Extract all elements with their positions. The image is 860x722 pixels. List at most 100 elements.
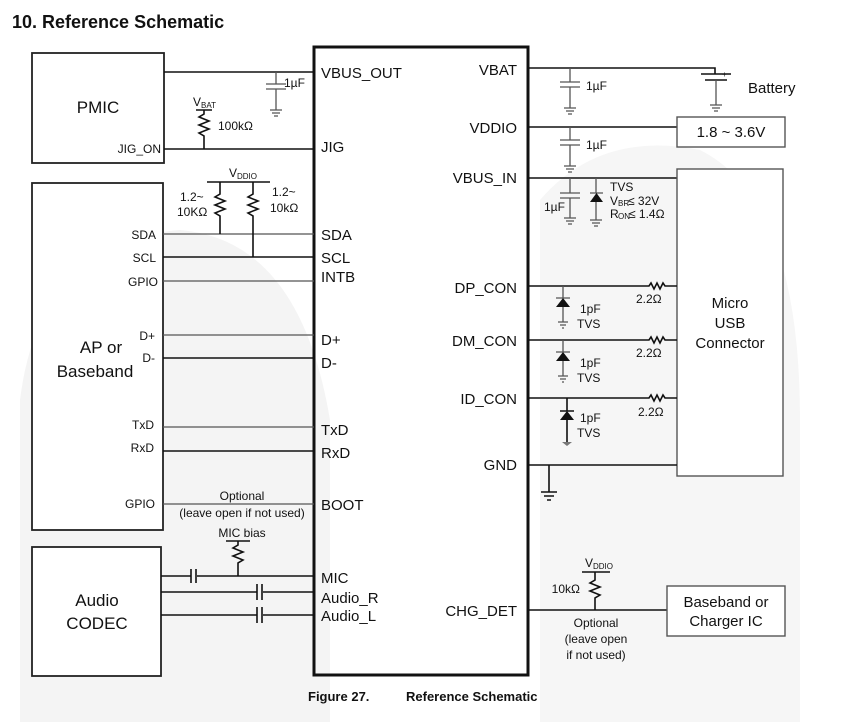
resistor-jig-value: 100kΩ <box>218 119 253 133</box>
pmic-pin-jig-on: JIG_ON <box>118 142 161 156</box>
tvs-ron-value: ≤ 1.4Ω <box>629 207 665 221</box>
pin-txd: TxD <box>321 422 349 439</box>
gnd-line <box>528 464 677 501</box>
codec-label-2: CODEC <box>66 614 127 633</box>
capacitor-vbat-label: 1µF <box>586 79 607 93</box>
ap-pin-dminus: D- <box>142 351 155 365</box>
ap-pin-txd: TxD <box>132 418 154 432</box>
capacitor-vddio-label: 1µF <box>586 138 607 152</box>
capacitor-vbus-in: 1µF <box>544 178 580 225</box>
battery-plus-sign: + <box>722 70 727 79</box>
chg-note-1: Optional <box>574 616 619 630</box>
pin-gnd: GND <box>484 457 518 474</box>
ap-pin-dplus: D+ <box>139 329 155 343</box>
pin-audio-r: Audio_R <box>321 590 379 607</box>
pin-audio-l: Audio_L <box>321 608 376 625</box>
pin-chg-det: CHG_DET <box>445 603 517 620</box>
pin-boot: BOOT <box>321 497 364 514</box>
usb-label-1: Micro <box>712 295 749 312</box>
micro-usb-connector: Micro USB Connector <box>676 168 784 477</box>
codec-label-1: Audio <box>75 591 118 610</box>
figure-number: Figure 27. <box>308 689 369 704</box>
resistor-jig-pullup: V BAT 100kΩ <box>193 95 253 149</box>
audio-lines: MIC bias <box>161 526 314 623</box>
vddio-supply-label: 1.8 ~ 3.6V <box>697 124 766 141</box>
pin-scl: SCL <box>321 250 350 267</box>
pin-vbus-out: VBUS_OUT <box>321 65 402 82</box>
charger-ic-block: Baseband or Charger IC <box>666 585 786 637</box>
pin-mic: MIC <box>321 570 349 587</box>
dp-line: 1pF TVS 2.2Ω <box>528 281 677 331</box>
tvs-id-value: 1pF <box>580 411 601 425</box>
vbat-label-sub: BAT <box>201 101 216 110</box>
tvs-dm-label: TVS <box>577 371 600 385</box>
tvs-ron-sub: ON <box>618 212 630 221</box>
chg-det-line: V DDIO 10kΩ Optional (leave open if not … <box>528 556 667 662</box>
vddio-label-i2c-sub: DDIO <box>237 172 257 181</box>
chip-right-pins: VBAT VDDIO VBUS_IN DP_CON DM_CON ID_CON … <box>445 62 517 620</box>
resistor-dm-value: 2.2Ω <box>636 346 662 360</box>
section-heading: 10. Reference Schematic <box>12 12 224 32</box>
tvs-vbr-label: V <box>610 194 618 208</box>
resistor-id-value: 2.2Ω <box>638 405 664 419</box>
pmic-block: PMIC JIG_ON <box>31 52 165 164</box>
chg-note-2: (leave open <box>565 632 628 646</box>
vddio-label-chg: V <box>585 556 593 570</box>
pin-vddio: VDDIO <box>469 120 517 137</box>
r-sda-value-1: 1.2~ <box>180 190 204 204</box>
pin-sda: SDA <box>321 227 352 244</box>
pin-jig: JIG <box>321 139 344 156</box>
pin-rxd: RxD <box>321 445 350 462</box>
ap-pin-rxd: RxD <box>131 441 155 455</box>
pin-vbus-in: VBUS_IN <box>453 170 517 187</box>
ap-label-1: AP or <box>80 338 123 357</box>
vddio-label-i2c: V <box>229 166 237 180</box>
tvs-dp-label: TVS <box>577 317 600 331</box>
ap-pin-scl: SCL <box>133 251 157 265</box>
ap-pin-gpio-boot: GPIO <box>125 497 155 511</box>
usb-label-3: Connector <box>695 335 764 352</box>
tvs-vbus-label: TVS <box>610 180 633 194</box>
chg-note-3: if not used) <box>566 648 625 662</box>
ap-pin-sda: SDA <box>131 228 156 242</box>
ap-baseband-block: AP or Baseband SDA SCL GPIO D+ D- TxD Rx… <box>31 182 164 531</box>
ap-pin-gpio: GPIO <box>128 275 158 289</box>
boot-note-1: Optional <box>220 489 265 503</box>
ap-label-2: Baseband <box>57 362 134 381</box>
pin-vbat: VBAT <box>479 62 517 79</box>
tvs-dp-value: 1pF <box>580 302 601 316</box>
resistor-dp-value: 2.2Ω <box>636 292 662 306</box>
pin-dplus: D+ <box>321 332 341 349</box>
vbat-label: V <box>193 95 201 109</box>
dm-line: 1pF TVS 2.2Ω <box>528 335 677 385</box>
tvs-vbus-in: TVS V BR ≤ 32V R ON ≤ 1.4Ω <box>590 178 665 227</box>
pin-dm-con: DM_CON <box>452 333 517 350</box>
r-scl-value-2: 10kΩ <box>270 201 298 215</box>
tvs-vbr-value: ≤ 32V <box>628 194 659 208</box>
usb-switch-chip <box>312 45 530 677</box>
charger-label-2: Charger IC <box>689 613 763 630</box>
tvs-id-label: TVS <box>577 426 600 440</box>
i2c-pullups: V DDIO 1.2~ 10KΩ 1.2~ 10kΩ <box>177 166 298 257</box>
pin-intb: INTB <box>321 269 355 286</box>
capacitor-vbus-out: 1µF <box>266 72 305 117</box>
battery-symbol: + Battery <box>701 70 796 112</box>
audio-codec-block: Audio CODEC <box>31 546 162 677</box>
vddio-supply-box: 1.8 ~ 3.6V <box>676 116 786 148</box>
pin-dp-con: DP_CON <box>454 280 517 297</box>
tvs-ron-label: R <box>610 207 619 221</box>
battery-label: Battery <box>748 80 796 97</box>
capacitor-vbus-out-label: 1µF <box>284 76 305 90</box>
capacitor-vddio: 1µF <box>560 127 607 173</box>
usb-label-2: USB <box>715 315 746 332</box>
r-sda-value-2: 10KΩ <box>177 205 207 219</box>
chip-left-pins: VBUS_OUT JIG SDA SCL INTB D+ D- TxD RxD … <box>321 65 402 625</box>
tvs-dm-value: 1pF <box>580 356 601 370</box>
figure-title: Reference Schematic <box>406 689 538 704</box>
boot-note-2: (leave open if not used) <box>179 506 304 520</box>
pin-dminus: D- <box>321 355 337 372</box>
r-scl-value-1: 1.2~ <box>272 185 296 199</box>
mic-bias-label: MIC bias <box>218 526 265 540</box>
capacitor-vbat: 1µF <box>560 68 607 115</box>
